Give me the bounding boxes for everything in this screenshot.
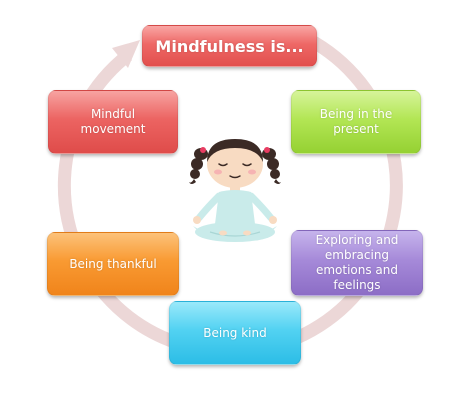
body xyxy=(193,190,277,242)
meditating-girl-illustration xyxy=(189,139,281,242)
mindful-movement-label: Mindful movement xyxy=(80,107,146,136)
title-text: Mindfulness is... xyxy=(155,36,304,56)
face xyxy=(207,139,263,188)
mindful-movement-box: Mindful movement xyxy=(48,90,178,154)
exploring-emotions-label: Exploring and embracing emotions and fee… xyxy=(315,233,399,292)
being-in-the-present-box: Being in the present xyxy=(291,90,421,154)
being-kind-box: Being kind xyxy=(169,301,301,365)
being-in-the-present-label: Being in the present xyxy=(319,107,393,136)
being-kind-label: Being kind xyxy=(203,325,267,340)
being-thankful-box: Being thankful xyxy=(47,232,179,296)
pigtails xyxy=(189,147,281,184)
cycle-arrow-head xyxy=(112,40,140,68)
being-thankful-label: Being thankful xyxy=(69,256,157,271)
exploring-emotions-box: Exploring and embracing emotions and fee… xyxy=(291,230,423,296)
title-box: Mindfulness is... xyxy=(142,25,317,67)
